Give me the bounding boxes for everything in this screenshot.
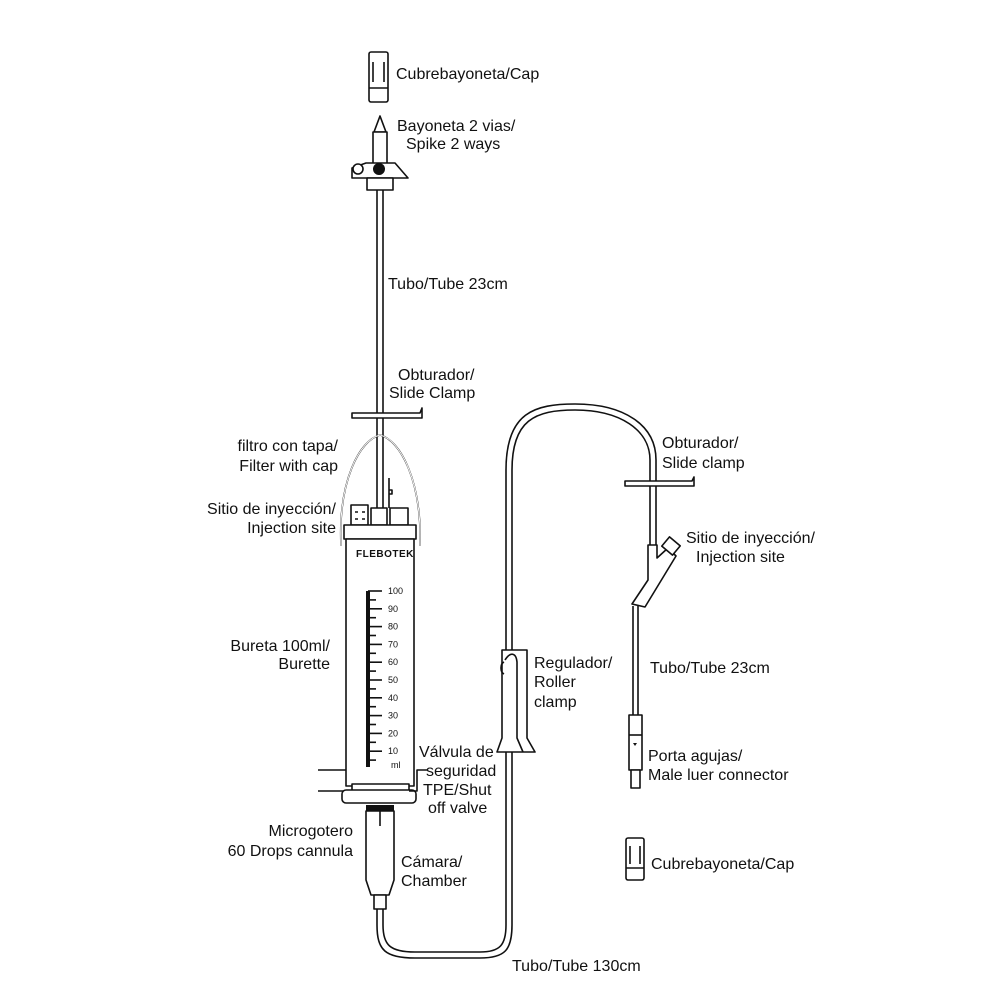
label-chamber: Chamber: [401, 873, 467, 890]
male-luer-connector-icon: [628, 714, 643, 789]
roller-clamp-icon: [496, 649, 536, 753]
y-injection-site-icon: [631, 536, 682, 608]
drip-chamber-icon: [365, 805, 395, 910]
label-cap-top: Cubrebayoneta/Cap: [396, 66, 539, 83]
scale-unit: ml: [391, 760, 401, 770]
label-spike: Bayoneta 2 vias/: [397, 118, 516, 135]
spike-icon: [351, 115, 409, 191]
label-injection-right: Sitio de inyección/: [686, 530, 816, 547]
scale-mark: 100: [388, 586, 403, 596]
label-cap-bottom: Cubrebayoneta/Cap: [651, 856, 794, 873]
burette-scale: 100 90 80 70 60 50 40 30 20 10 ml: [366, 586, 403, 770]
label-tube-right: Tubo/Tube 23cm: [650, 660, 770, 677]
label-luer: Male luer connector: [648, 767, 789, 784]
label-valve: seguridad: [426, 763, 496, 780]
label-slide-clamp-right: Obturador/: [662, 435, 739, 452]
shut-off-valve-icon: [341, 769, 428, 804]
label-valve: TPE/Shut: [423, 782, 492, 799]
brand-label: FLEBOTEK: [356, 549, 414, 560]
label-valve: Válvula de: [419, 744, 494, 761]
label-filter: filtro con tapa/: [238, 438, 339, 455]
label-chamber: Cámara/: [401, 854, 463, 871]
filter-with-cap-icon: [350, 478, 409, 526]
label-microdrip: 60 Drops cannula: [228, 843, 354, 860]
label-luer: Porta agujas/: [648, 748, 743, 765]
scale-mark: 10: [388, 746, 398, 756]
scale-mark: 70: [388, 639, 398, 649]
scale-mark: 50: [388, 675, 398, 685]
label-slide-clamp-top: Obturador/: [398, 367, 475, 384]
label-tube-long: Tubo/Tube 130cm: [512, 958, 641, 975]
label-roller: clamp: [534, 694, 577, 711]
label-injection-right: Injection site: [696, 549, 785, 566]
label-slide-clamp-right: Slide clamp: [662, 455, 745, 472]
label-roller: Roller: [534, 674, 576, 691]
scale-mark: 40: [388, 693, 398, 703]
slide-clamp-right-icon: [624, 476, 695, 487]
cap-bottom-icon: [625, 837, 645, 881]
tube-upper: [376, 190, 384, 522]
slide-clamp-top-icon: [351, 407, 423, 419]
label-microdrip: Microgotero: [269, 823, 354, 840]
scale-mark: 80: [388, 622, 398, 632]
label-valve: off valve: [428, 800, 487, 817]
label-burette: Burette: [278, 656, 330, 673]
label-tube-top: Tubo/Tube 23cm: [388, 276, 508, 293]
label-filter: Filter with cap: [239, 458, 338, 475]
scale-mark: 30: [388, 711, 398, 721]
cap-top-icon: [368, 51, 389, 103]
label-injection-left: Sitio de inyección/: [207, 501, 337, 518]
label-roller: Regulador/: [534, 655, 613, 672]
label-spike: Spike 2 ways: [406, 136, 500, 153]
burette-top: [343, 524, 417, 540]
tube-long: [376, 409, 651, 959]
tube-right: [632, 606, 639, 715]
scale-mark: 20: [388, 728, 398, 738]
label-burette: Bureta 100ml/: [230, 638, 330, 655]
scale-mark: 60: [388, 657, 398, 667]
scale-mark: 90: [388, 604, 398, 614]
label-injection-left: Injection site: [247, 520, 336, 537]
label-slide-clamp-top: Slide Clamp: [389, 385, 475, 402]
